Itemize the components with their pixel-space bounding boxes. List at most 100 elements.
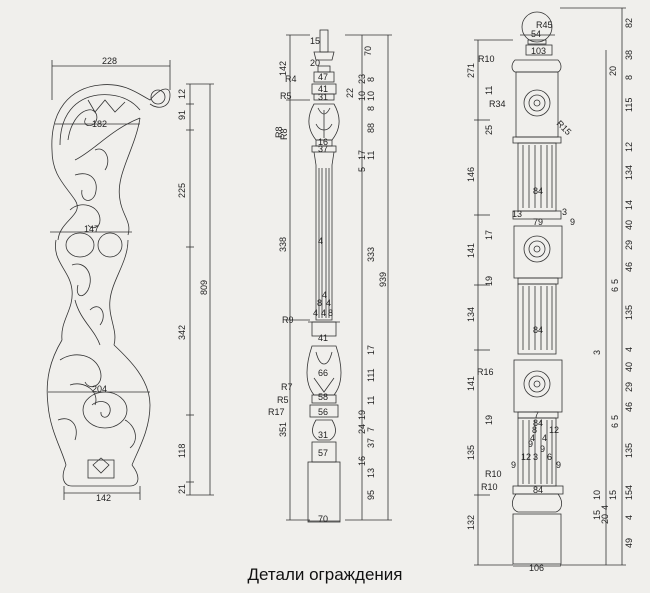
dim-4d: 4: [321, 308, 326, 318]
dim-15a: 15: [592, 510, 602, 520]
dim-8d: 8: [366, 106, 376, 111]
dim-70-right: 70: [363, 46, 373, 56]
dim-11a: 11: [366, 151, 376, 160]
dim-16a: 37: [318, 144, 328, 154]
dim-115: 115: [624, 98, 634, 112]
dim-84d: 84: [533, 485, 543, 495]
dim-9d: 9: [511, 460, 516, 470]
dim-3a: 3: [562, 207, 567, 217]
dim-17b: 17: [366, 345, 376, 355]
dim-228: 228: [102, 56, 117, 66]
dim-103: 103: [531, 46, 546, 56]
dim-134a: 134: [466, 307, 476, 322]
dim-142-left: 142: [278, 61, 288, 76]
dim-939: 939: [378, 272, 388, 287]
dim-9b: 9: [528, 439, 533, 449]
dim-40a: 40: [624, 220, 634, 230]
dim-12b: 12: [521, 452, 531, 462]
dim-809: 809: [199, 280, 209, 295]
dim-135c: 135: [624, 443, 634, 458]
radius-r5b: R5: [277, 395, 289, 405]
dim-111: 111: [366, 368, 376, 382]
radius-r7: R7: [281, 382, 293, 392]
dim-12c: 12: [624, 142, 634, 152]
dim-142: 142: [96, 493, 111, 503]
dim-12: 12: [177, 89, 187, 99]
dim-37b: 4: [318, 236, 323, 246]
dim-95: 95: [366, 490, 376, 500]
dim-7: 7: [366, 427, 376, 432]
dim-82: 82: [624, 18, 634, 28]
dim-21: 21: [177, 484, 187, 494]
dim-37a: 47: [318, 72, 328, 82]
dim-4b: 4: [326, 298, 331, 308]
radius-r8b: R8: [279, 128, 289, 140]
radius-r5: R5: [280, 91, 292, 101]
dim-10b: 10: [366, 91, 376, 101]
dim-24: 24: [357, 424, 367, 434]
dim-66: 66: [318, 368, 328, 378]
dim-40b: 40: [624, 362, 634, 372]
radius-r10a: R10: [478, 54, 495, 64]
dim-8c: 8: [366, 77, 376, 82]
dim-41a: 31: [318, 92, 328, 102]
radius-r15: R15: [555, 118, 574, 137]
dim-10a: 10: [357, 91, 367, 101]
dim-15b: 15: [608, 490, 618, 500]
dim-17c: 17: [484, 230, 494, 240]
dim-225: 225: [177, 183, 187, 198]
dim-271: 271: [466, 63, 476, 78]
dim-4i: 4: [600, 505, 610, 510]
dim-20a: 20: [608, 66, 618, 76]
dim-19b: 19: [484, 276, 494, 286]
dim-141b: 141: [466, 376, 476, 391]
newel-post: R45 54 103 R10 R34 R15 84 13 79 3 9: [466, 7, 634, 573]
dim-4a: 4: [322, 290, 327, 300]
dim-37c: 37: [366, 438, 376, 448]
dim-29b: 29: [624, 382, 634, 392]
radius-r34: R34: [489, 99, 506, 109]
dim-17a: 17: [357, 150, 367, 160]
turned-baluster: 15 20 47 41 31 16 37 4 4 8 4 4 4 8 41: [268, 29, 392, 524]
radius-r4: R4: [285, 74, 297, 84]
dim-91: 91: [177, 110, 187, 120]
dim-333: 333: [366, 247, 376, 262]
dim-5a: 5: [610, 279, 620, 284]
dim-351: 351: [278, 422, 288, 437]
dim-338: 338: [278, 237, 288, 252]
dim-79: 79: [533, 217, 543, 227]
dim-12a: 12: [549, 425, 559, 435]
dim-31a: 16: [318, 137, 328, 147]
dim-49: 49: [624, 538, 634, 548]
dim-84b: 84: [533, 325, 543, 335]
dim-204: 204: [92, 384, 107, 394]
dim-46b: 46: [624, 402, 634, 412]
dim-46a: 46: [624, 262, 634, 272]
dim-132: 132: [466, 515, 476, 530]
dim-19c: 19: [484, 415, 494, 425]
dim-38: 38: [624, 50, 634, 60]
dim-7b: 7: [534, 410, 539, 420]
dim-57: 57: [318, 448, 328, 458]
dim-8b: 8: [328, 308, 333, 318]
dim-23: 23: [357, 74, 367, 84]
dim-56: 56: [318, 407, 328, 417]
radius-r16: R16: [477, 367, 494, 377]
dim-41b: 41: [318, 333, 328, 343]
dim-4c: 4: [313, 308, 318, 318]
dim-25: 25: [484, 125, 494, 135]
dim-19: 19: [357, 410, 367, 420]
dim-9e: 9: [556, 460, 561, 470]
dim-11c: 11: [484, 86, 494, 95]
dim-6a: 6: [610, 287, 620, 292]
dim-4f: 4: [542, 433, 547, 443]
dim-58: 58: [318, 392, 328, 402]
dim-8e: 8: [532, 425, 537, 435]
dim-135a: 135: [466, 445, 476, 460]
dim-4e: 4: [530, 433, 535, 443]
dim-14: 14: [624, 200, 634, 210]
dim-88: 88: [366, 123, 376, 133]
dim-11b: 11: [366, 396, 376, 405]
dim-9a: 9: [570, 217, 575, 227]
